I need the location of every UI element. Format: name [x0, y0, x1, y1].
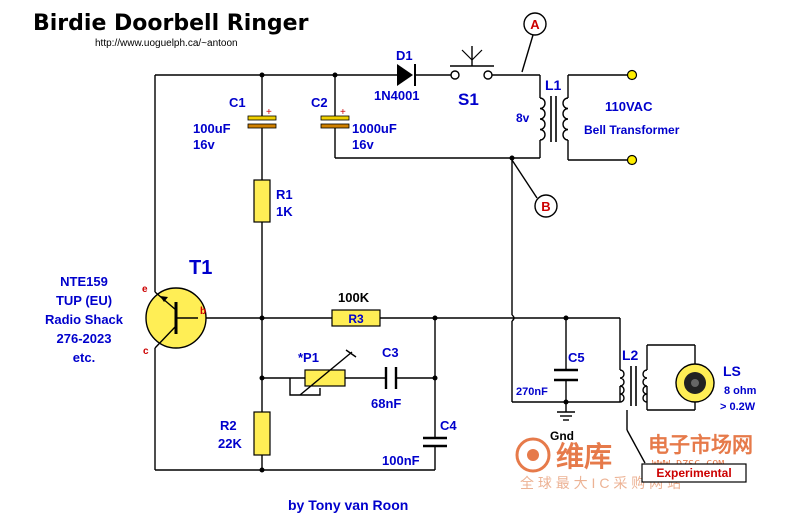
r2-value: 22K	[218, 436, 242, 451]
experimental-label: Experimental	[656, 466, 731, 480]
resistor-r3	[331, 309, 381, 327]
p1-label: *P1	[298, 350, 319, 365]
capacitor-c1	[247, 115, 277, 129]
c3-value: 68nF	[371, 396, 401, 411]
l1-label: L1	[545, 77, 562, 93]
t1-emitter-pin: e	[142, 284, 148, 295]
ls-impedance: 8 ohm	[724, 385, 757, 397]
junction-dots	[259, 72, 569, 473]
l1-mains-label: 110VAC	[605, 99, 653, 114]
watermark-site: 电子市场网	[648, 433, 753, 457]
t1-part-1: NTE159	[60, 274, 108, 289]
ground-symbol	[557, 404, 575, 421]
c1-voltage: 16v	[193, 137, 215, 152]
c1-polarity: +	[266, 107, 272, 118]
l2-label: L2	[622, 347, 639, 363]
potentiometer-p1	[299, 349, 357, 396]
c3-label: C3	[382, 345, 399, 360]
watermark-brand: 维库	[556, 441, 612, 472]
resistor-r1	[253, 179, 271, 223]
l1-voltage: 8v	[516, 111, 530, 125]
marker-a-letter: A	[530, 17, 540, 32]
r1-value: 1K	[276, 204, 293, 219]
resistor-r2	[253, 411, 271, 456]
c2-value: 1000uF	[352, 121, 397, 136]
author-url: http://www.uoguelph.ca/~antoon	[95, 38, 238, 49]
r3-label: R3	[348, 312, 364, 326]
marker-b-letter: B	[541, 199, 550, 214]
watermark-logo-icon	[515, 437, 551, 473]
t1-collector-pin: c	[143, 346, 149, 357]
r2-label: R2	[220, 418, 237, 433]
r3-value: 100K	[338, 290, 370, 305]
c4-value: 100nF	[382, 453, 420, 468]
capacitor-c4	[423, 436, 447, 448]
ls-label: LS	[723, 363, 741, 379]
marker-b: B	[534, 194, 558, 218]
d1-part: 1N4001	[374, 88, 420, 103]
transformer-l2	[619, 366, 648, 406]
c5-label: C5	[568, 350, 585, 365]
t1-base-pin: b	[200, 306, 206, 317]
c5-value: 270nF	[516, 386, 548, 398]
capacitor-c2	[320, 115, 350, 129]
s1-label: S1	[458, 90, 479, 109]
transistor-t1	[145, 287, 207, 349]
loudspeaker-ls	[675, 363, 715, 403]
author-credit: by Tony van Roon	[288, 497, 408, 513]
t1-part-3: Radio Shack	[45, 312, 124, 327]
switch-s1	[450, 46, 494, 80]
mains-terminal-bottom	[626, 154, 638, 166]
c1-value: 100uF	[193, 121, 231, 136]
transformer-l1	[539, 96, 569, 142]
capacitor-c5	[554, 368, 578, 382]
t1-part-2: TUP (EU)	[56, 293, 112, 308]
r1-label: R1	[276, 187, 293, 202]
c2-polarity: +	[340, 107, 346, 118]
watermark-slogan: 全 球 最 大 I C 采 购 网 站	[520, 475, 681, 491]
marker-a: A	[523, 12, 547, 36]
experimental-box	[641, 463, 747, 483]
l1-desc: Bell Transformer	[584, 123, 680, 137]
capacitor-c3	[384, 367, 398, 389]
diode-d1	[397, 64, 452, 86]
t1-label: T1	[189, 257, 212, 279]
mains-terminal-top	[626, 69, 638, 81]
t1-part-4: 276-2023	[57, 331, 112, 346]
c1-label: C1	[229, 95, 246, 110]
schematic-title: Birdie Doorbell Ringer	[33, 11, 309, 36]
c4-label: C4	[440, 418, 457, 433]
c2-label: C2	[311, 95, 328, 110]
ground-label: Gnd	[550, 429, 574, 443]
c2-voltage: 16v	[352, 137, 374, 152]
ls-power: > 0.2W	[720, 401, 756, 413]
t1-part-5: etc.	[73, 350, 95, 365]
d1-label: D1	[396, 48, 413, 63]
wires	[154, 34, 696, 471]
